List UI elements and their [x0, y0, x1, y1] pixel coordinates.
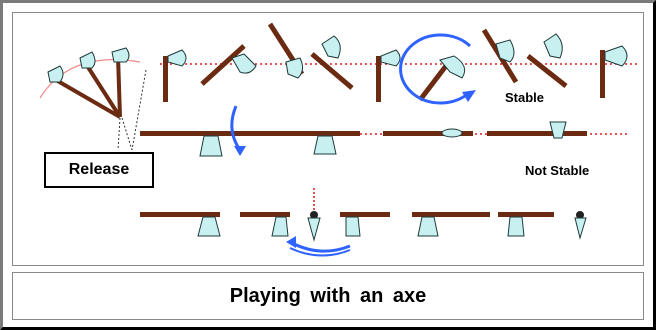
stable-rotation-row [160, 22, 640, 105]
release-label-box: Release [44, 152, 154, 188]
not-stable-row [140, 105, 630, 157]
stable-label: Stable [505, 90, 545, 105]
release-label: Release [68, 161, 130, 178]
caption-box: Playing with an axe [12, 272, 644, 320]
rolling-row [140, 188, 587, 257]
not-stable-label: Not Stable [525, 163, 590, 178]
figure-caption: Playing with an axe [229, 284, 427, 307]
release-sweep [39, 47, 147, 151]
